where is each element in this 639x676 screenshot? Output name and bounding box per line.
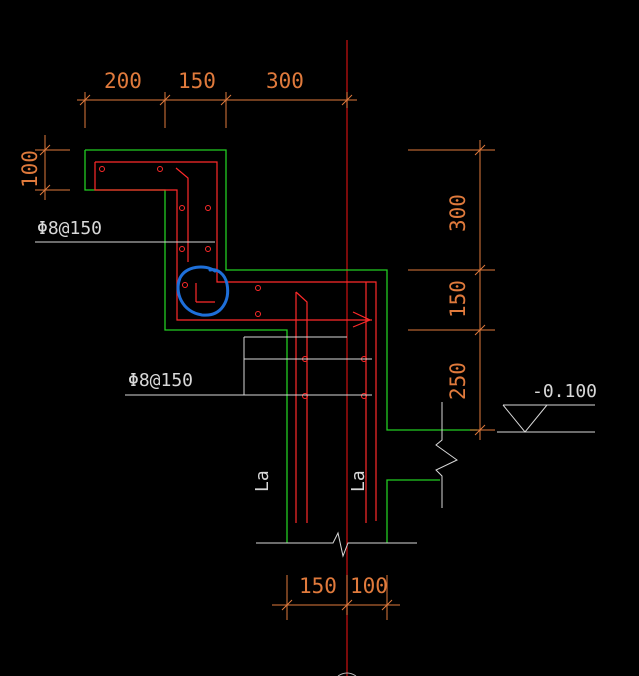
rebar [94, 161, 377, 523]
dim-right-150: 150 [446, 280, 470, 318]
dim-right-tick [474, 144, 486, 156]
outline-upper-step [85, 149, 477, 431]
leader-lines [35, 241, 595, 558]
rebar-dot [361, 393, 367, 399]
rebar-dot [99, 166, 105, 172]
highlight-circle [176, 265, 230, 317]
rebar-hook-upper [175, 167, 189, 262]
outline-left-step [84, 150, 288, 543]
dim-top-200: 200 [104, 69, 142, 93]
rebar-dot [179, 205, 185, 211]
dim-right-tick [474, 264, 486, 276]
concrete-outline [84, 149, 477, 543]
rebar-stirrup-upper-left [94, 162, 372, 321]
rebar-dot [182, 282, 188, 288]
rebar-label-lower: Φ8@150 [128, 370, 193, 391]
dim-bottom-tick [341, 599, 353, 611]
rebar-dot [255, 285, 261, 291]
elevation-triangle [502, 404, 548, 433]
rebar-dot [205, 205, 211, 211]
dimension-lines [35, 92, 495, 620]
rebar-arrow-right [352, 311, 372, 328]
dim-right-250: 250 [446, 362, 470, 400]
dim-top-150: 150 [178, 69, 216, 93]
rebar-stirrup-upper-right [95, 161, 377, 521]
dim-left-100: 100 [18, 150, 42, 188]
rebar-dot [302, 393, 308, 399]
rebar-dot [179, 246, 185, 252]
ground-break-right [435, 402, 458, 508]
dim-bottom-tick [281, 599, 293, 611]
dim-right-300: 300 [446, 194, 470, 232]
rebar-label-upper: Φ8@150 [37, 218, 102, 239]
elevation-label: -0.100 [532, 381, 597, 402]
dim-bottom-100: 100 [350, 574, 388, 598]
anchor-label-right: La [348, 470, 369, 492]
dim-left-tick [39, 144, 51, 156]
rebar-hook-right [295, 291, 308, 523]
dim-bottom-150: 150 [299, 574, 337, 598]
outline-lower-right [386, 479, 440, 543]
rebar-dot [255, 311, 261, 317]
rebar-dot [205, 246, 211, 252]
dim-right-tick [474, 424, 486, 436]
dim-left-tick [39, 184, 51, 196]
center-axis-end [337, 672, 357, 676]
dim-bottom-tick [381, 599, 393, 611]
ground-break-bottom [256, 531, 417, 558]
dim-top-300: 300 [266, 69, 304, 93]
dim-top-tick [341, 94, 353, 106]
dim-right-tick [474, 324, 486, 336]
dim-top-tick [79, 94, 91, 106]
dim-top-tick [220, 94, 232, 106]
rebar-dot [157, 166, 163, 172]
anchor-label-left: La [252, 470, 273, 492]
dim-top-tick [159, 94, 171, 106]
